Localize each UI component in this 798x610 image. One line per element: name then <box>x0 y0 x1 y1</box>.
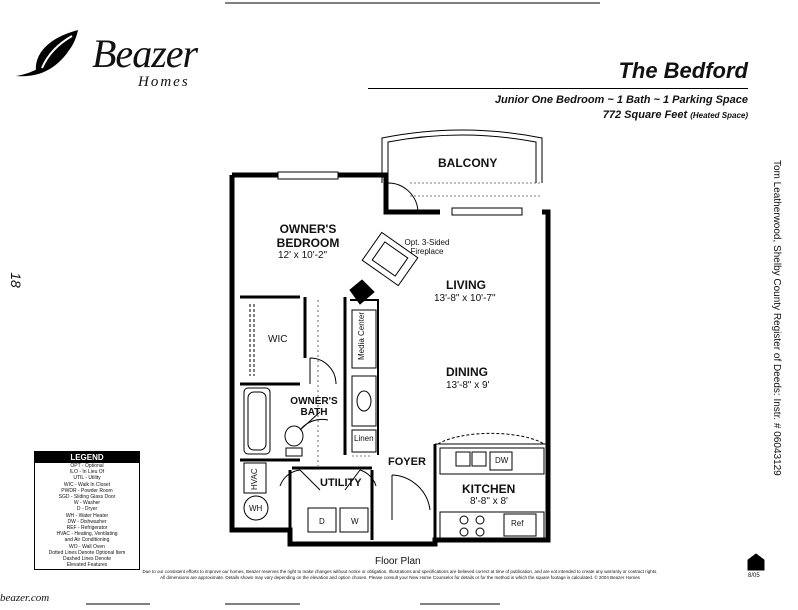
room-balcony: BALCONY <box>438 156 498 170</box>
room-owners-bath: OWNER'S BATH <box>290 396 338 418</box>
legend-item: Dashed Lines Denote <box>62 556 112 563</box>
page-number: 18 <box>7 272 24 288</box>
room-owners-bedroom: OWNER'S BEDROOM <box>276 222 340 250</box>
brand-name: Beazer <box>92 31 198 76</box>
media-center-label: Media Center <box>357 311 366 360</box>
room-foyer: FOYER <box>388 456 426 468</box>
legend: LEGEND OPT - Optional ILO - In Lieu Of U… <box>34 451 140 570</box>
date-code: 8/05 <box>748 573 760 579</box>
disclaimer: Due to our consistent efforts to improve… <box>142 569 658 580</box>
legend-item: WO - Wall Oven <box>69 543 105 550</box>
brand-sub: Homes <box>138 74 190 90</box>
room-kitchen-dim: 8'-8" x 8' <box>470 496 508 507</box>
legend-item: OPT - Optional <box>70 463 104 469</box>
recording-stamp: Tom Leatherwood, Shelby County Register … <box>771 160 782 476</box>
room-dining-dim: 13'-8" x 9' <box>446 380 490 391</box>
legend-item: Dotted Lines Denote Optional Item <box>48 549 126 556</box>
linen-label: Linen <box>354 434 374 443</box>
hvac-label: HVAC <box>250 468 259 490</box>
website-text: beazer.com <box>0 592 50 604</box>
legend-item: SGD - Sliding Glass Door <box>58 494 116 501</box>
room-wic: WIC <box>268 334 288 345</box>
legend-title: LEGEND <box>35 452 139 463</box>
legend-item: and Air Conditioning <box>64 537 110 544</box>
legend-item: HVAC - Heating, Ventilating <box>56 531 118 538</box>
washer-label: W <box>351 517 359 526</box>
legend-item: Elevated Features <box>66 562 108 569</box>
room-living-dim: 13'-8" x 10'-7" <box>434 293 496 304</box>
beazer-logo <box>12 24 92 84</box>
refrigerator-label: Ref <box>511 519 524 528</box>
room-owners-bedroom-dim: 12' x 10'-2" <box>278 250 328 261</box>
legend-item: D - Dryer <box>76 506 98 513</box>
water-heater-label: WH <box>249 504 263 513</box>
legend-item: UTIL - Utility <box>73 475 101 482</box>
legend-item: WH - Water Heater <box>65 512 109 519</box>
plan-subtitle: Junior One Bedroom ~ 1 Bath ~ 1 Parking … <box>494 94 748 106</box>
floor-plan-caption: Floor Plan <box>375 556 421 567</box>
plan-sqft: 772 Square Feet (Heated Space) <box>602 109 748 121</box>
legend-item: W - Washer <box>73 500 101 507</box>
legend-item: WIC - Walk In Closet <box>63 481 111 488</box>
room-utility: UTILITY <box>320 477 362 489</box>
title-rule <box>368 88 748 89</box>
fireplace-label: Opt. 3-Sided Fireplace <box>404 238 450 256</box>
legend-item: DW - Dishwasher <box>67 518 107 525</box>
dryer-label: D <box>319 517 325 526</box>
legend-item: ILO - In Lieu Of <box>69 469 105 476</box>
room-living: LIVING <box>446 278 487 292</box>
leaf-logo-icon <box>16 30 78 77</box>
dishwasher-label: DW <box>495 456 509 465</box>
plan-title: The Bedford <box>618 58 748 83</box>
legend-item: PWDR - Powder Room <box>61 487 113 494</box>
room-dining: DINING <box>446 365 488 379</box>
legend-item: REF - Refrigerator <box>66 525 108 532</box>
room-kitchen: KITCHEN <box>462 482 516 496</box>
